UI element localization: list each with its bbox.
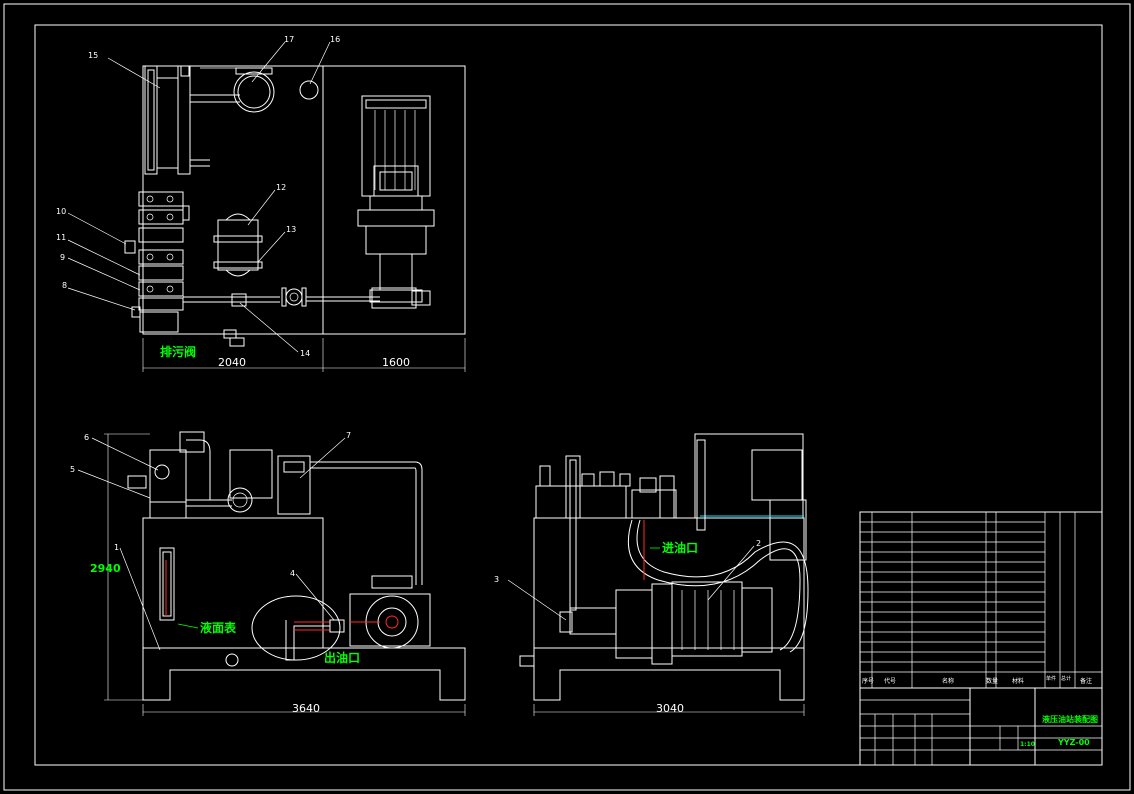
bom-header-qty: 数量 — [986, 677, 998, 685]
balloon-7: 7 — [346, 431, 351, 440]
bom-header-code: 代号 — [884, 677, 896, 685]
bom-header-no: 序号 — [862, 677, 874, 685]
balloon-11: 11 — [56, 233, 66, 242]
inner-border — [34, 24, 1103, 766]
balloon-1: 1 — [114, 543, 119, 552]
dim-top-right: 1600 — [382, 356, 410, 369]
bom-header-unit: 单件 — [1046, 675, 1056, 682]
balloon-12: 12 — [276, 183, 286, 192]
balloon-17: 17 — [284, 35, 294, 44]
balloon-15: 15 — [88, 51, 98, 60]
balloon-6: 6 — [84, 433, 89, 442]
dim-front-height: 2940 — [90, 562, 121, 575]
label-level-gauge: 液面表 — [200, 620, 237, 635]
top-view — [67, 41, 466, 372]
balloon-9: 9 — [60, 253, 65, 262]
balloon-5: 5 — [70, 465, 75, 474]
title-block-drawing-no: YYZ-00 — [1057, 738, 1090, 747]
outer-border — [3, 3, 1131, 791]
title-block — [859, 511, 1103, 766]
balloon-3: 3 — [494, 575, 499, 584]
balloon-8: 8 — [62, 281, 67, 290]
bom-header-material: 材料 — [1012, 677, 1024, 685]
dim-side-width: 3040 — [656, 702, 684, 715]
balloon-16: 16 — [330, 35, 340, 44]
bom-header-name: 名称 — [942, 677, 954, 685]
balloon-2: 2 — [756, 539, 761, 548]
side-view — [507, 433, 809, 716]
bom-header-total: 总计 — [1061, 675, 1071, 682]
balloon-13: 13 — [286, 225, 296, 234]
balloon-14: 14 — [300, 349, 310, 358]
balloon-4: 4 — [290, 569, 295, 578]
title-block-title: 液压油站装配图 — [1042, 714, 1098, 724]
front-view — [77, 431, 466, 716]
label-oil-outlet: 出油口 — [324, 650, 360, 665]
label-drain-valve: 排污阀 — [160, 344, 196, 359]
dim-front-width: 3640 — [292, 702, 320, 715]
bom-header-remark: 备注 — [1080, 677, 1092, 685]
balloon-10: 10 — [56, 207, 66, 216]
dim-top-left: 2040 — [218, 356, 246, 369]
label-oil-inlet: 进油口 — [662, 540, 698, 555]
title-block-scale: 1:10 — [1020, 741, 1035, 748]
